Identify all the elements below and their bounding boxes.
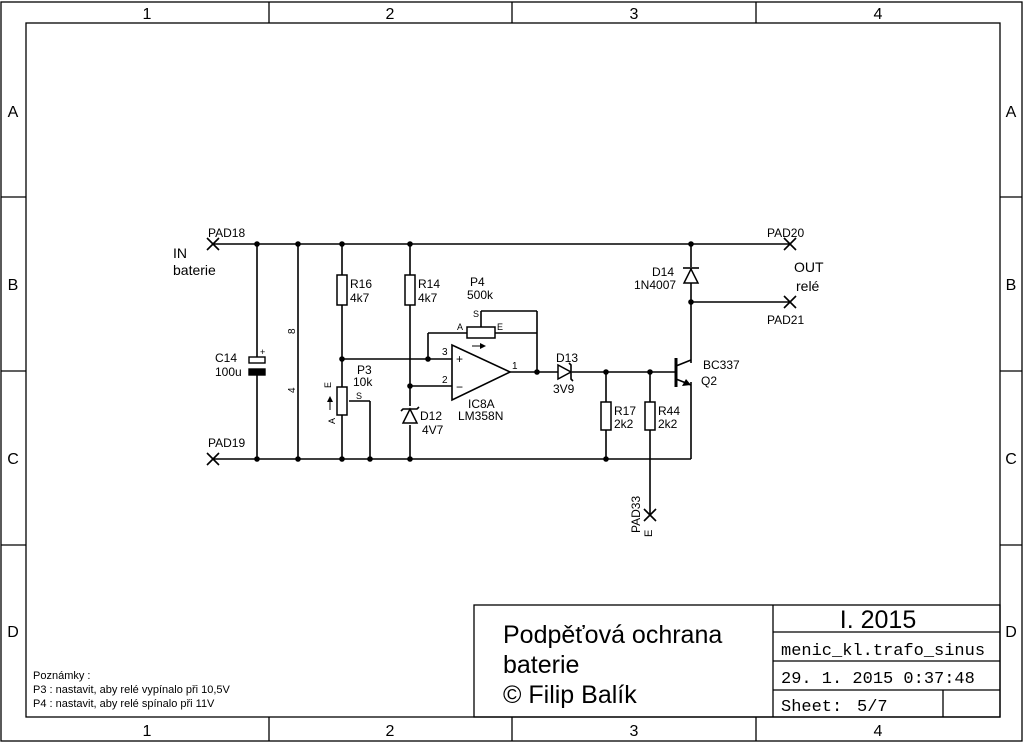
wires — [213, 243, 790, 515]
r16-ref: R16 — [350, 277, 372, 291]
r16-value: 4k7 — [350, 291, 370, 305]
p4-value: 500k — [467, 288, 494, 302]
pad-markers — [206, 237, 797, 522]
ic-pin4-label: 4 — [287, 387, 298, 393]
ic8a-ref: IC8A — [468, 397, 495, 411]
notes-line: P4 : nastavit, aby relé spínalo při 11V — [33, 698, 215, 710]
ic8a-pin3: 3 — [442, 347, 448, 358]
title-filename: menic_kl.trafo_sinus — [781, 642, 985, 661]
column-label-top: 4 — [874, 6, 883, 23]
junctions — [254, 241, 694, 462]
row-label-left: A — [8, 104, 19, 121]
ic-pin8-label: 8 — [287, 328, 298, 334]
title-line: Podpěťová ochrana — [503, 621, 722, 649]
trimmer-p3 — [327, 386, 348, 416]
ic8a-pin-minus: − — [456, 380, 463, 394]
resistor-r16 — [336, 274, 348, 306]
trimmer-p4 — [466, 326, 496, 349]
title-sheet-value: 5/7 — [857, 698, 888, 717]
opamp-ic8a — [451, 343, 512, 402]
out-sub-label: relé — [796, 278, 820, 294]
transistor-q2 — [674, 358, 692, 387]
d12-value: 4V7 — [422, 423, 444, 437]
title-block — [473, 604, 1001, 718]
d12-ref: D12 — [420, 409, 442, 423]
row-label-left: B — [8, 277, 19, 294]
row-label-right: B — [1006, 277, 1017, 294]
column-label-top: 3 — [630, 6, 639, 23]
out-label: OUT — [794, 259, 824, 275]
pad20-label: PAD20 — [767, 226, 804, 240]
d13-ref: D13 — [556, 351, 578, 365]
column-label-top: 2 — [386, 6, 395, 23]
row-label-left: C — [7, 451, 19, 468]
pad18-label: PAD18 — [208, 226, 245, 240]
title-datetime: 29. 1. 2015 0:37:48 — [781, 670, 975, 689]
p3-ref: P3 — [357, 363, 372, 377]
d13-value: 3V9 — [553, 382, 575, 396]
column-label-bottom: 2 — [386, 723, 395, 740]
resistor-r17 — [600, 401, 612, 431]
p3-value: 10k — [353, 375, 373, 389]
d14-value: 1N4007 — [634, 278, 676, 292]
column-label-bottom: 1 — [143, 723, 152, 740]
zener-diode-d13 — [557, 362, 574, 382]
ic8a-pin2: 2 — [442, 375, 448, 386]
notes-heading: Poznámky : — [33, 670, 90, 682]
pad33-sub-label: E — [643, 530, 655, 537]
resistor-r14 — [404, 274, 416, 306]
svg-text:+: + — [260, 347, 265, 357]
in-label: IN — [173, 245, 187, 261]
notes-line: P3 : nastavit, aby relé vypínalo při 10,… — [33, 684, 231, 696]
p3-pin-s: S — [356, 391, 362, 401]
resistor-r44 — [644, 401, 656, 431]
r44-ref: R44 — [658, 404, 680, 418]
p4-pin-e: E — [497, 322, 503, 332]
r44-value: 2k2 — [658, 417, 678, 431]
r17-value: 2k2 — [614, 417, 634, 431]
ic8a-pin1: 1 — [512, 361, 518, 372]
row-label-right: D — [1005, 624, 1017, 641]
q2-ref: Q2 — [701, 374, 717, 388]
c14-value: 100u — [215, 365, 242, 379]
column-label-bottom: 3 — [630, 723, 639, 740]
p3-pin-e: E — [323, 382, 333, 388]
row-label-right: A — [1006, 104, 1017, 121]
title-sheet-label: Sheet: — [781, 698, 842, 717]
title-line: baterie — [503, 651, 579, 679]
r14-ref: R14 — [418, 277, 440, 291]
title-version: I. 2015 — [840, 606, 916, 634]
row-label-right: C — [1005, 451, 1017, 468]
p4-pin-a: A — [457, 322, 463, 332]
r17-ref: R17 — [614, 404, 636, 418]
pad21-label: PAD21 — [767, 313, 804, 327]
column-label-top: 1 — [143, 6, 152, 23]
ic8a-value: LM358N — [458, 409, 503, 423]
pad19-label: PAD19 — [208, 436, 245, 450]
r14-value: 4k7 — [418, 291, 438, 305]
pad33-label: PAD33 — [629, 496, 643, 533]
capacitor-c14: + — [248, 347, 266, 376]
d14-ref: D14 — [652, 265, 674, 279]
zener-diode-d12 — [400, 406, 420, 424]
in-sub-label: baterie — [173, 262, 216, 278]
title-author: © Filip Balík — [503, 681, 637, 709]
p3-pin-a: A — [327, 418, 337, 424]
column-label-bottom: 4 — [874, 723, 883, 740]
diode-d14 — [682, 267, 700, 284]
q2-value: BC337 — [703, 358, 740, 372]
p4-ref: P4 — [470, 275, 485, 289]
row-label-left: D — [7, 624, 19, 641]
c14-ref: C14 — [215, 351, 237, 365]
p4-pin-s: S — [473, 309, 479, 319]
ic8a-pin-plus: + — [456, 352, 463, 366]
